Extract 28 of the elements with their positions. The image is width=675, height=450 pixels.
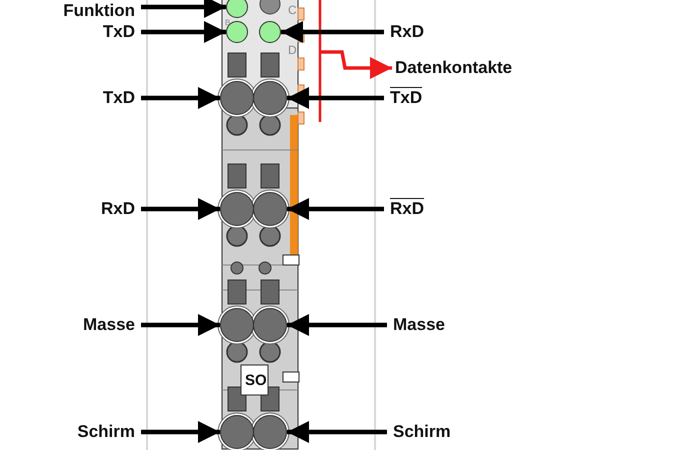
module-label: SO [245, 372, 267, 389]
signal-label: RxD [390, 199, 424, 219]
arrow [141, 87, 220, 109]
signal-label: TxD [102, 88, 135, 108]
signal-label: TxD [390, 88, 422, 108]
arrow [141, 198, 220, 220]
marking-letter: C [288, 2, 297, 17]
signal-label: RxD [390, 22, 424, 42]
arrow [287, 421, 387, 443]
arrow [287, 314, 387, 336]
signal-label: Masse [393, 315, 445, 335]
signal-label: Funktion [63, 1, 135, 21]
arrow [141, 21, 226, 43]
arrow [141, 421, 220, 443]
arrow [287, 87, 384, 109]
signal-label: Masse [83, 315, 135, 335]
signal-label: Datenkontakte [395, 58, 512, 78]
marking-letter: D [288, 42, 297, 57]
arrow [141, 0, 226, 18]
marking-letter: B [225, 18, 230, 28]
signal-label: Schirm [77, 422, 135, 442]
direction-arrow [321, 50, 392, 79]
arrow [287, 198, 384, 220]
signal-label: TxD [102, 22, 135, 42]
signal-label: RxD [100, 199, 135, 219]
arrow [281, 21, 384, 43]
arrow [141, 314, 220, 336]
signal-label: Schirm [393, 422, 451, 442]
